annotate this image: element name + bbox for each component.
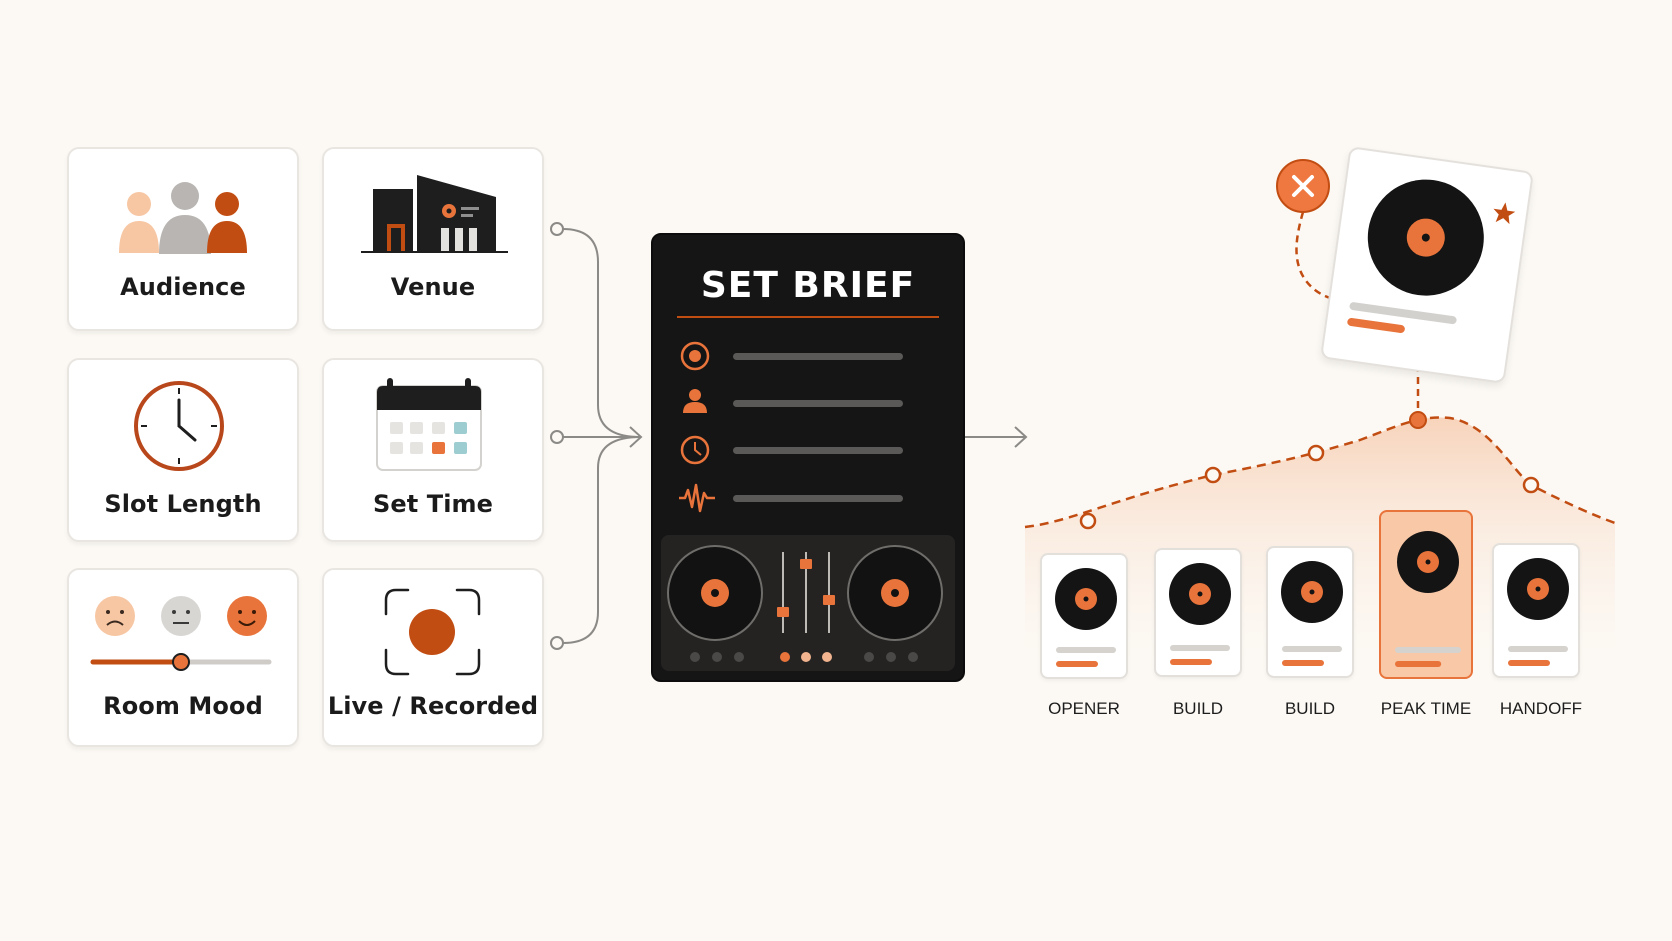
set-brief-panel: SET BRIEF	[651, 233, 965, 682]
dj-controller	[661, 535, 955, 671]
person-icon	[683, 389, 707, 413]
room-mood-card[interactable]: Room Mood	[67, 568, 299, 747]
venue-card[interactable]: Venue	[322, 147, 544, 331]
building-icon	[361, 175, 508, 253]
reject-track-button[interactable]	[1276, 159, 1330, 213]
record-icon	[384, 588, 481, 676]
stage-label: BUILD	[1284, 699, 1336, 718]
vinyl-record-icon	[1507, 558, 1569, 666]
featured-track-card[interactable]	[1320, 146, 1534, 384]
live-recorded-label: Live / Recorded	[327, 692, 539, 720]
mood-selector	[90, 596, 272, 671]
target-icon	[680, 341, 710, 371]
room-mood-label: Room Mood	[103, 692, 263, 720]
calendar-icon	[376, 378, 482, 471]
stage-card-peak[interactable]	[1379, 510, 1473, 679]
set-time-card[interactable]: Set Time	[322, 358, 544, 542]
stage-card[interactable]	[1154, 548, 1242, 677]
slot-length-label: Slot Length	[104, 490, 262, 518]
audience-card[interactable]: Audience	[67, 147, 299, 331]
stage-label: BUILD	[1172, 699, 1224, 718]
waveform-icon	[679, 483, 715, 513]
happy-face-icon	[227, 596, 267, 636]
vinyl-record-icon	[1055, 568, 1117, 667]
stage-card[interactable]	[1266, 546, 1354, 678]
connector-dot-bottom	[550, 636, 564, 650]
neutral-face-icon	[161, 596, 201, 636]
star-icon	[1493, 202, 1516, 225]
vinyl-record-icon	[1347, 179, 1516, 333]
set-brief-graphic	[661, 316, 955, 671]
audience-label: Audience	[120, 273, 246, 301]
set-brief-title: SET BRIEF	[700, 265, 916, 306]
venue-label: Venue	[390, 273, 476, 301]
stage-label: OPENER	[1048, 699, 1120, 718]
vinyl-record-icon	[1395, 531, 1461, 667]
clock-icon	[680, 435, 710, 465]
mood-slider-knob[interactable]	[172, 653, 190, 671]
slot-length-card[interactable]: Slot Length	[67, 358, 299, 542]
vinyl-record-icon	[1169, 563, 1231, 665]
connector-dot-top	[550, 222, 564, 236]
set-time-label: Set Time	[372, 490, 494, 518]
sad-face-icon	[95, 596, 135, 636]
stage-label: HANDOFF	[1499, 699, 1583, 718]
stage-label: PEAK TIME	[1380, 699, 1472, 718]
connector-dot-middle	[550, 430, 564, 444]
people-icon	[119, 182, 247, 254]
close-icon	[1292, 175, 1314, 197]
live-recorded-card[interactable]: Live / Recorded	[322, 568, 544, 747]
stage-card[interactable]	[1492, 543, 1580, 678]
stage-card[interactable]	[1040, 553, 1128, 679]
clock-icon	[134, 381, 224, 471]
vinyl-record-icon	[1281, 561, 1343, 666]
